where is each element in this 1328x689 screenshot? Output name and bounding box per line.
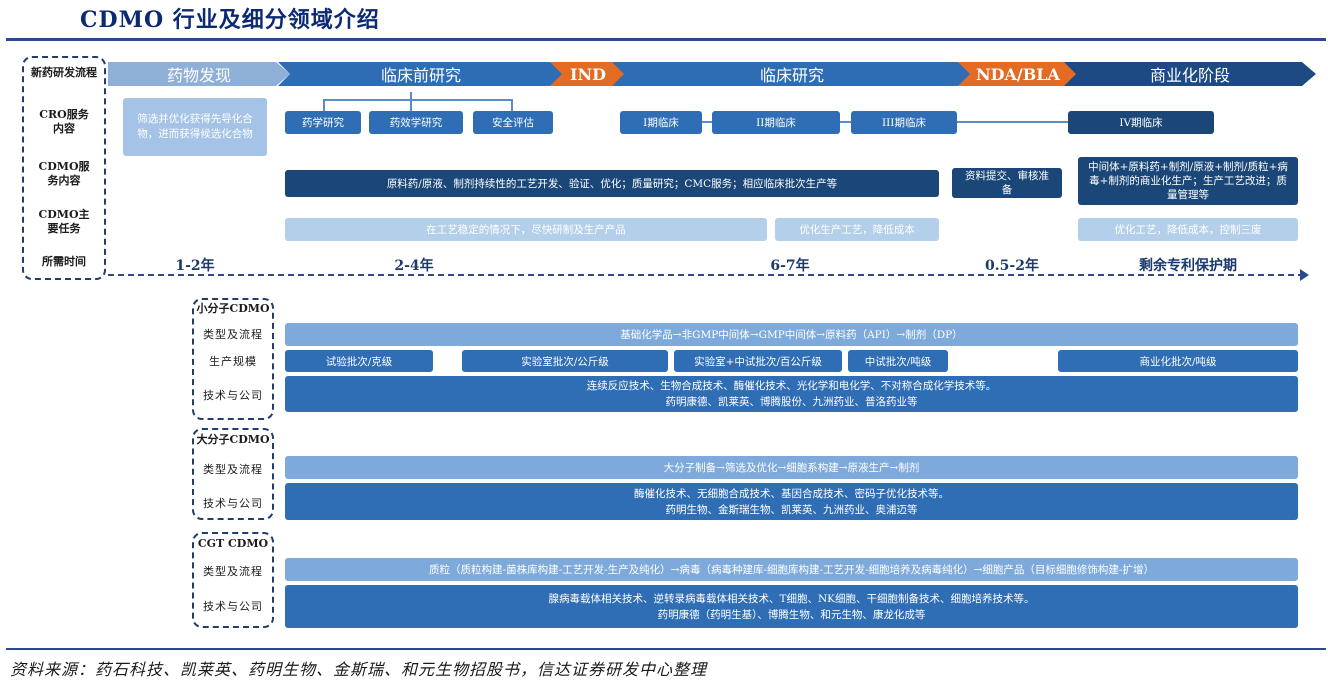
time-preclinical: 2-4年 xyxy=(394,258,434,274)
stage-clinical: 临床研究 xyxy=(612,62,972,86)
small-scale-gram: 试验批次/克级 xyxy=(285,350,433,372)
small-scale-ton-pilot: 中试批次/吨级 xyxy=(848,350,948,372)
small-molecule-tech: 连续反应技术、生物合成技术、酶催化技术、光化学和电化学、不对称合成化学技术等。 … xyxy=(285,376,1298,412)
small-label-tech: 技术与公司 xyxy=(203,389,263,402)
small-scale-100kg: 实验室+中试批次/百公斤级 xyxy=(674,350,842,372)
label-cdmo-service: CDMO服 务内容 xyxy=(38,160,90,187)
cgt-label-tech: 技术与公司 xyxy=(203,600,263,613)
connector xyxy=(323,99,325,111)
large-label-tech: 技术与公司 xyxy=(203,497,263,510)
stage-commercial: 商业化阶段 xyxy=(1064,62,1316,86)
label-cro: CRO服务 内容 xyxy=(39,108,89,135)
cgt-tech: 腺病毒载体相关技术、逆转录病毒载体相关技术、T细胞、NK细胞、干细胞制备技术、细… xyxy=(285,585,1298,628)
small-molecule-label-box xyxy=(192,298,274,420)
timeline-arrowhead xyxy=(1300,269,1309,281)
large-molecule-label-box xyxy=(192,428,274,520)
cdmo-task-3: 优化工艺，降低成本，控制三废 xyxy=(1078,218,1298,241)
timeline-axis xyxy=(108,274,1304,276)
cro-discovery: 筛选并优化获得先导化合物，进而获得候选化合物 xyxy=(123,98,267,156)
cdmo-service-main: 原料药/原液、制剂持续性的工艺开发、验证、优化；质量研究；CMC服务；相应临床批… xyxy=(285,170,939,197)
cgt-label-box xyxy=(192,532,274,628)
cgt-flow: 质粒（质粒构建-菌株库构建-工艺开发-生产及纯化）→病毒（病毒种建库-细胞库构建… xyxy=(285,558,1298,581)
stage-preclinical: 临床前研究 xyxy=(278,62,564,86)
stage-nda-bla: NDA/BLA xyxy=(958,62,1078,86)
stage-drug-discovery: 药物发现 xyxy=(108,62,290,86)
large-molecule-title: 大分子CDMO xyxy=(196,433,270,446)
cro-phase-3: III期临床 xyxy=(851,111,957,134)
time-nda: 0.5-2年 xyxy=(985,258,1039,274)
cgt-title: CGT CDMO xyxy=(197,537,269,550)
cro-phase-4: IV期临床 xyxy=(1068,111,1214,134)
title-divider xyxy=(6,38,1326,41)
cgt-tech-text: 腺病毒载体相关技术、逆转录病毒载体相关技术、T细胞、NK细胞、干细胞制备技术、细… xyxy=(548,592,1035,605)
large-companies-text: 药明生物、金斯瑞生物、凯莱英、九洲药业、奥浦迈等 xyxy=(665,503,918,516)
large-molecule-tech: 酶催化技术、无细胞合成技术、基因合成技术、密码子优化技术等。 药明生物、金斯瑞生… xyxy=(285,483,1298,520)
cro-pharmacodynamics: 药效学研究 xyxy=(369,111,463,134)
connector xyxy=(323,99,512,101)
large-label-flow: 类型及流程 xyxy=(203,463,263,476)
label-cdmo-task: CDMO主 要任务 xyxy=(38,208,90,235)
small-label-flow: 类型及流程 xyxy=(203,328,263,341)
source-note: 资料来源：药石科技、凯莱英、药明生物、金斯瑞、和元生物招股书，信达证券研发中心整… xyxy=(10,660,708,679)
label-flow: 新药研发流程 xyxy=(31,66,97,79)
time-clinical: 6-7年 xyxy=(770,258,810,274)
label-time: 所需时间 xyxy=(42,255,86,268)
cgt-label-flow: 类型及流程 xyxy=(203,565,263,578)
connector xyxy=(410,99,412,111)
small-molecule-title: 小分子CDMO xyxy=(196,302,270,315)
cro-phase-2: II期临床 xyxy=(712,111,840,134)
small-tech-text: 连续反应技术、生物合成技术、酶催化技术、光化学和电化学、不对称合成化学技术等。 xyxy=(586,380,997,392)
small-companies-text: 药明康德、凯莱英、博腾股份、九洲药业、普洛药业等 xyxy=(665,396,918,408)
small-scale-ton-commercial: 商业化批次/吨级 xyxy=(1058,350,1298,372)
connector xyxy=(410,92,412,100)
small-label-scale: 生产规模 xyxy=(209,355,257,368)
page-title: CDMO 行业及细分领域介绍 xyxy=(80,7,380,33)
large-molecule-flow: 大分子制备→筛选及优化→细胞系构建→原液生产→制剂 xyxy=(285,456,1298,479)
time-discovery: 1-2年 xyxy=(175,258,215,274)
left-label-column xyxy=(22,56,106,280)
stage-ind: IND xyxy=(550,62,626,86)
cro-safety: 安全评估 xyxy=(473,111,553,134)
cdmo-service-nda: 资料提交、审核准备 xyxy=(952,168,1062,198)
cro-pharmaceutics: 药学研究 xyxy=(285,111,361,134)
connector xyxy=(511,99,513,111)
small-molecule-flow: 基础化学品→非GMP中间体→GMP中间体→原料药（API）→制剂（DP） xyxy=(285,323,1298,346)
small-scale-kg: 实验室批次/公斤级 xyxy=(462,350,668,372)
cdmo-task-2: 优化生产工艺，降低成本 xyxy=(775,218,939,241)
cdmo-service-commercial: 中间体+原料药+制剂/原液+制剂/质粒+病毒+制剂的商业化生产；生产工艺改进；质… xyxy=(1078,157,1298,205)
large-tech-text: 酶催化技术、无细胞合成技术、基因合成技术、密码子优化技术等。 xyxy=(634,487,949,500)
cdmo-task-1: 在工艺稳定的情况下，尽快研制及生产产品 xyxy=(285,218,767,241)
time-commercial: 剩余专利保护期 xyxy=(1139,258,1237,274)
cro-phase-1: I期临床 xyxy=(620,111,702,134)
cgt-companies-text: 药明康德（药明生基）、博腾生物、和元生物、康龙化成等 xyxy=(657,608,926,621)
footer-divider xyxy=(6,648,1326,650)
